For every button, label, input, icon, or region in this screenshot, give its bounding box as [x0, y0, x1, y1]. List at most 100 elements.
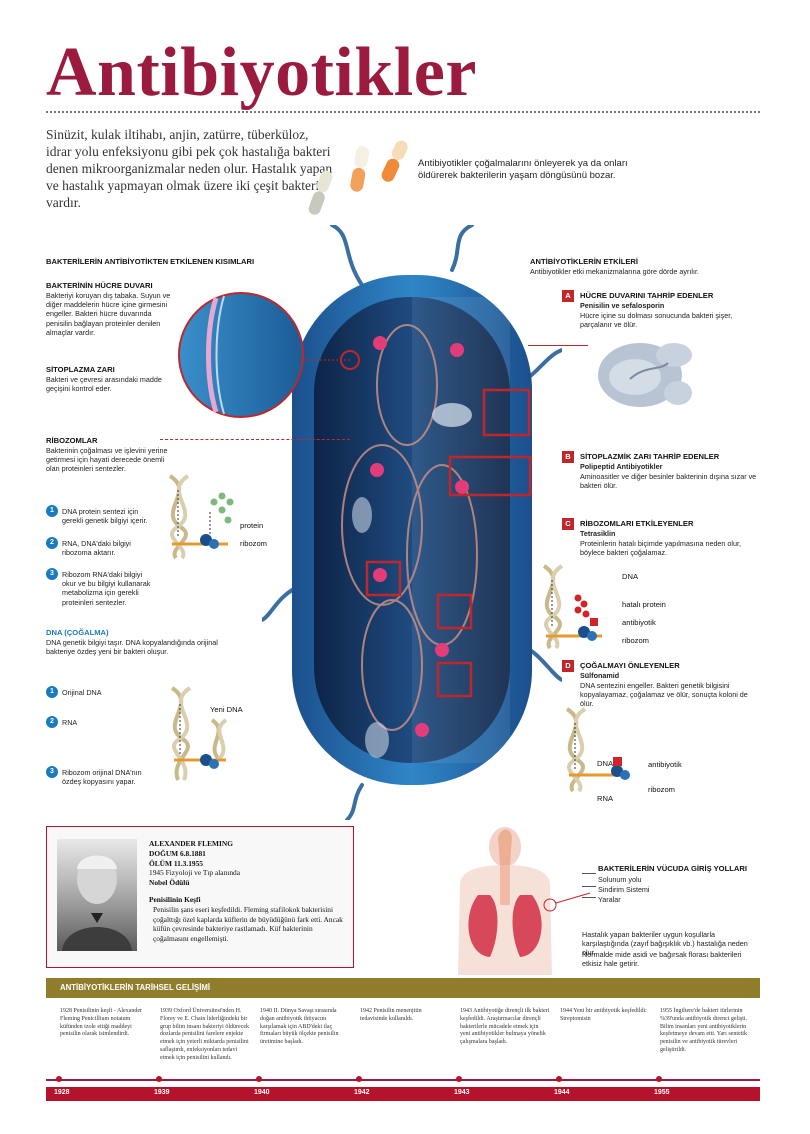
- route-line-1: [582, 873, 596, 874]
- ribo-step-3-badge: 3: [46, 568, 58, 580]
- route-2: Sindirim Sistemi: [598, 885, 650, 894]
- route-line-3: [582, 897, 596, 898]
- year-1940: 1940: [254, 1089, 270, 1096]
- year-1942: 1942: [354, 1089, 370, 1096]
- effect-c-title: RİBOZOMLARI ETKİLEYENLER: [580, 519, 694, 528]
- fleming-discovery-title: Penisilinin Keşfi: [149, 894, 201, 904]
- right-section-header: ANTİBİYOTİKLERİN ETKİLERİ: [530, 257, 638, 266]
- dna-step-3-text: Ribozom orijinal DNA'nın özdeş kopyasını…: [62, 768, 142, 787]
- history-title: ANTİBİYOTİKLERİN TARİHSEL GELİŞİMİ: [60, 983, 211, 992]
- history-entry-1940: 1940 II. Dünya Savaşı sırasında doğan an…: [260, 1008, 339, 1046]
- effect-c-text: Proteinlerin hatalı biçimde yapılmasına …: [580, 539, 742, 558]
- body-illustration: [458, 827, 552, 975]
- fleming-prize: Nobel Ödülü: [149, 878, 190, 888]
- fleming-box: ALEXANDER FLEMING DOĞUM 6.8.1881 ÖLÜM 11…: [46, 826, 354, 968]
- dna-text: DNA genetik bilgiyi taşır. DNA kopyaland…: [46, 638, 218, 657]
- intro-text: Sinüzit, kulak iltihabı, anjin, zatürre,…: [46, 127, 333, 210]
- effect-b-title: SİTOPLAZMİK ZARI TAHRİP EDENLER: [580, 452, 720, 461]
- dna-step-1-text: Orijinal DNA: [62, 688, 102, 697]
- effect-b-badge: B: [562, 451, 574, 463]
- fleming-bio: ALEXANDER FLEMING DOĞUM 6.8.1881 ÖLÜM 11…: [149, 839, 345, 944]
- effect-d-badge: D: [562, 660, 574, 672]
- history-entry-1943: 1943 Antibiyotiğe dirençli ilk bakteri k…: [460, 1008, 550, 1046]
- ribosome-text: Bakterinin çoğalması ve işlevini yerine …: [46, 446, 168, 474]
- dna-step-1-badge: 1: [46, 686, 58, 698]
- fleming-discovery-text: Penisilin şans eseri keşfedildi. Fleming…: [153, 904, 343, 944]
- ribozom-label-left: ribozom: [240, 539, 268, 548]
- effect-b-text: Aminoasitler ve diğer besinler bakterini…: [580, 472, 757, 491]
- timeline-dot-1942: [356, 1076, 362, 1082]
- cell-wall-magnifier: [178, 292, 304, 418]
- effect-a-badge: A: [562, 290, 574, 302]
- dna-replication-diagram: [170, 686, 228, 781]
- timeline-dot-1943: [456, 1076, 462, 1082]
- body-title: BAKTERİLERİN VÜCUDA GİRİŞ YOLLARI: [598, 864, 747, 873]
- protein-synthesis-diagram: [168, 474, 234, 560]
- timeline-line: [46, 1079, 760, 1081]
- history-entry-1942: 1942 Penisilin menenjitin tedavisinde ku…: [360, 1008, 422, 1022]
- history-header-bar: ANTİBİYOTİKLERİN TARİHSEL GELİŞİMİ: [46, 978, 760, 998]
- intro-secondary-text: Antibiyotikler çoğalmalarını önleyerek y…: [418, 158, 628, 181]
- right-section-subheader: Antibiyotikler etki mekanizmalarına göre…: [530, 267, 699, 276]
- timeline-dot-1928: [56, 1076, 62, 1082]
- left-section-header: BAKTERİLERİN ANTİBİYOTİKTEN ETKİLENEN KI…: [46, 257, 255, 266]
- effect-d-drug: Sülfonamid: [580, 671, 620, 680]
- protein-label: protein: [240, 521, 264, 530]
- c-ribosome-label: ribozom: [622, 636, 650, 645]
- dna-title: DNA (ÇOĞALMA): [46, 628, 109, 637]
- route-1: Solunum yolu: [598, 875, 642, 884]
- effect-a-title: HÜCRE DUVARINI TAHRİP EDENLER: [580, 291, 714, 300]
- fleming-name: ALEXANDER FLEMING: [149, 839, 233, 848]
- new-dna-label: Yeni DNA: [210, 705, 243, 714]
- fleming-portrait: [57, 839, 137, 951]
- effect-c-drug: Tetrasiklin: [580, 529, 616, 538]
- fleming-death: ÖLÜM 11.3.1955: [149, 858, 203, 868]
- timeline-dot-1955: [656, 1076, 662, 1082]
- year-1939: 1939: [154, 1089, 170, 1096]
- route-3: Yaralar: [598, 895, 621, 904]
- wall-text: Bakteriyi koruyan dış tabaka. Suyun ve d…: [46, 291, 171, 337]
- ribo-step-2-badge: 2: [46, 537, 58, 549]
- ribo-step-1-text: DNA protein sentezi için gerekli genetik…: [62, 507, 148, 526]
- year-1943: 1943: [454, 1089, 470, 1096]
- ribo-step-1-badge: 1: [46, 505, 58, 517]
- route-line-2: [582, 886, 596, 887]
- effect-a-text: Hücre içine su dolması sonucunda bakteri…: [580, 311, 733, 330]
- year-1944: 1944: [554, 1089, 570, 1096]
- effect-b-drug: Polipeptid Antibiyotikler: [580, 462, 663, 471]
- body-note-1: Hastalık yapan bakteriler uygun koşullar…: [582, 930, 748, 958]
- history-entry-1939: 1939 Oxford Üniversitesi'nden H. Florey …: [160, 1008, 249, 1061]
- ribosome-effect-diagram: [542, 564, 602, 650]
- membrane-text: Bakteri ve çevresi arasındaki madde geçi…: [46, 375, 162, 394]
- c-dna-label: DNA: [622, 572, 639, 581]
- magnifier-connector: [300, 359, 350, 361]
- wall-title: BAKTERİNİN HÜCRE DUVARI: [46, 281, 153, 290]
- body-note-2: Normalde mide asidi ve bağırsak florası …: [582, 950, 742, 969]
- replication-effect-diagram: [565, 707, 630, 793]
- membrane-title: SİTOPLAZMA ZARI: [46, 365, 115, 374]
- timeline-year-bar: [46, 1087, 760, 1101]
- effect-d-text: DNA sentezini engeller. Bakteri genetik …: [580, 681, 748, 709]
- effect-c-badge: C: [562, 518, 574, 530]
- effect-a-pointer: [528, 345, 588, 346]
- fleming-prize-line: 1945 Fizyoloji ve Tıp alanında: [149, 868, 241, 878]
- fleming-birth: DOĞUM 6.8.1881: [149, 848, 206, 858]
- ribosome-pointer: [160, 439, 350, 440]
- dna-step-2-badge: 2: [46, 716, 58, 728]
- year-1955: 1955: [654, 1089, 670, 1096]
- d-ribosome-label: ribozom: [648, 785, 676, 794]
- ribo-step-3-text: Ribozom RNA'daki bilgiyi okur ve bu bilg…: [62, 570, 151, 607]
- bacterium-illustration: [262, 225, 562, 820]
- history-entry-1944: 1944 Yeni bir antibiyotik keşfedildi: St…: [560, 1008, 647, 1022]
- page-title: Antibiyotikler: [46, 34, 477, 111]
- d-antibiotic-label: antibiyotik: [648, 760, 682, 769]
- history-entry-1955: 1955 İngiltere'de bakteri türlerinin %39…: [660, 1008, 748, 1053]
- effect-d-title: ÇOĞALMAYI ÖNLEYENLER: [580, 661, 680, 670]
- dna-step-3-badge: 3: [46, 766, 58, 778]
- effect-a-drug: Penisilin ve sefalosporin: [580, 301, 665, 310]
- burst-cell-illustration: [598, 343, 692, 407]
- history-entry-1928: 1928 Penisilinin keşfi - Alexander Flemi…: [60, 1008, 142, 1038]
- d-rna-label: RNA: [597, 794, 614, 803]
- dna-step-2-text: RNA: [62, 718, 78, 727]
- ribo-step-2-text: RNA, DNA'daki bilgiyi ribozoma aktarır.: [62, 539, 131, 558]
